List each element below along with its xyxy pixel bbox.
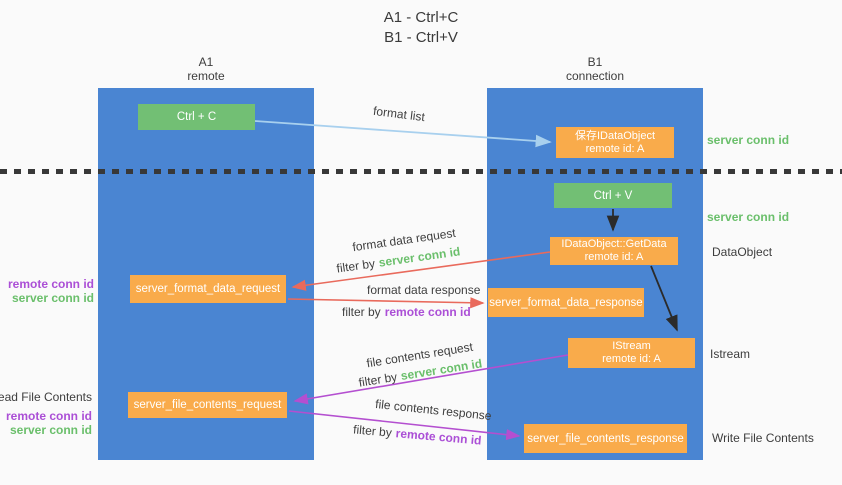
filter-remote-conn-id-1: remote conn id (384, 305, 471, 319)
node-idataobject-getdata: IDataObject::GetData remote id: A (550, 237, 678, 265)
node-file-response-label: server_file_contents_response (527, 432, 684, 445)
node-ctrl-c-label: Ctrl + C (176, 111, 217, 123)
lane-header-a1: A1 remote (98, 55, 314, 83)
node-server-format-data-request: server_format_data_request (130, 275, 286, 303)
node-file-request-label: server_file_contents_request (133, 399, 282, 411)
side-dataobject: DataObject (712, 245, 773, 259)
diagram-title: A1 - Ctrl+C B1 - Ctrl+V (0, 8, 842, 48)
lane-a1-id: A1 (198, 55, 214, 69)
node-istream: IStream remote id: A (568, 338, 695, 368)
node-format-request-label: server_format_data_request (135, 283, 281, 295)
side-read-file-contents: Read File Contents (0, 390, 92, 404)
node-ctrl-v-label: Ctrl + V (593, 189, 633, 202)
side-server-conn-id-mid: server conn id (707, 210, 790, 224)
node-save-idataobject: 保存IDataObject remote id: A (556, 127, 674, 158)
node-format-response-label: server_format_data_response (489, 296, 643, 309)
lane-b1-role: connection (565, 69, 625, 83)
side-server-conn-id-1: server conn id (11, 291, 94, 305)
filter-remote-conn-id-2: remote conn id (395, 426, 483, 448)
node-server-file-contents-response: server_file_contents_response (524, 424, 687, 453)
side-istream: Istream (710, 347, 751, 361)
label-file-contents-response: file contents response (374, 396, 493, 424)
side-server-conn-id-2: server conn id (9, 423, 92, 437)
title-line-1: A1 - Ctrl+C (383, 9, 459, 26)
arrow-format-data-response (287, 297, 485, 309)
filter-prefix-1: filter by (335, 256, 376, 276)
side-remote-conn-id-2: remote conn id (5, 409, 92, 423)
lane-a1-role: remote (187, 69, 225, 83)
filter-prefix-3: filter by (357, 369, 399, 390)
filter-prefix-4: filter by (352, 422, 393, 440)
node-getdata-remote-id: remote id: A (584, 251, 644, 263)
side-remote-conn-id-1: remote conn id (7, 277, 94, 291)
node-server-file-contents-request: server_file_contents_request (128, 392, 287, 418)
lane-b1-id: B1 (587, 55, 603, 69)
side-server-conn-id-top: server conn id (707, 133, 790, 147)
label-format-list: format list (372, 103, 426, 125)
node-save-idataobject-title: 保存IDataObject (574, 129, 656, 142)
filter-prefix-2: filter by (342, 305, 381, 319)
node-ctrl-v: Ctrl + V (554, 183, 672, 208)
machine-boundary-divider (0, 169, 842, 174)
label-format-data-response: format data response (367, 283, 481, 297)
node-istream-remote-id: remote id: A (602, 353, 661, 365)
node-getdata-title: IDataObject::GetData (561, 238, 667, 250)
node-ctrl-c: Ctrl + C (138, 104, 255, 130)
side-write-file-contents: Write File Contents (712, 431, 814, 445)
title-line-2: B1 - Ctrl+V (384, 29, 458, 46)
node-server-format-data-response: server_format_data_response (488, 288, 644, 317)
node-istream-title: IStream (612, 340, 651, 352)
node-save-idataobject-remote-id: remote id: A (585, 142, 645, 155)
lane-header-b1: B1 connection (487, 55, 703, 83)
